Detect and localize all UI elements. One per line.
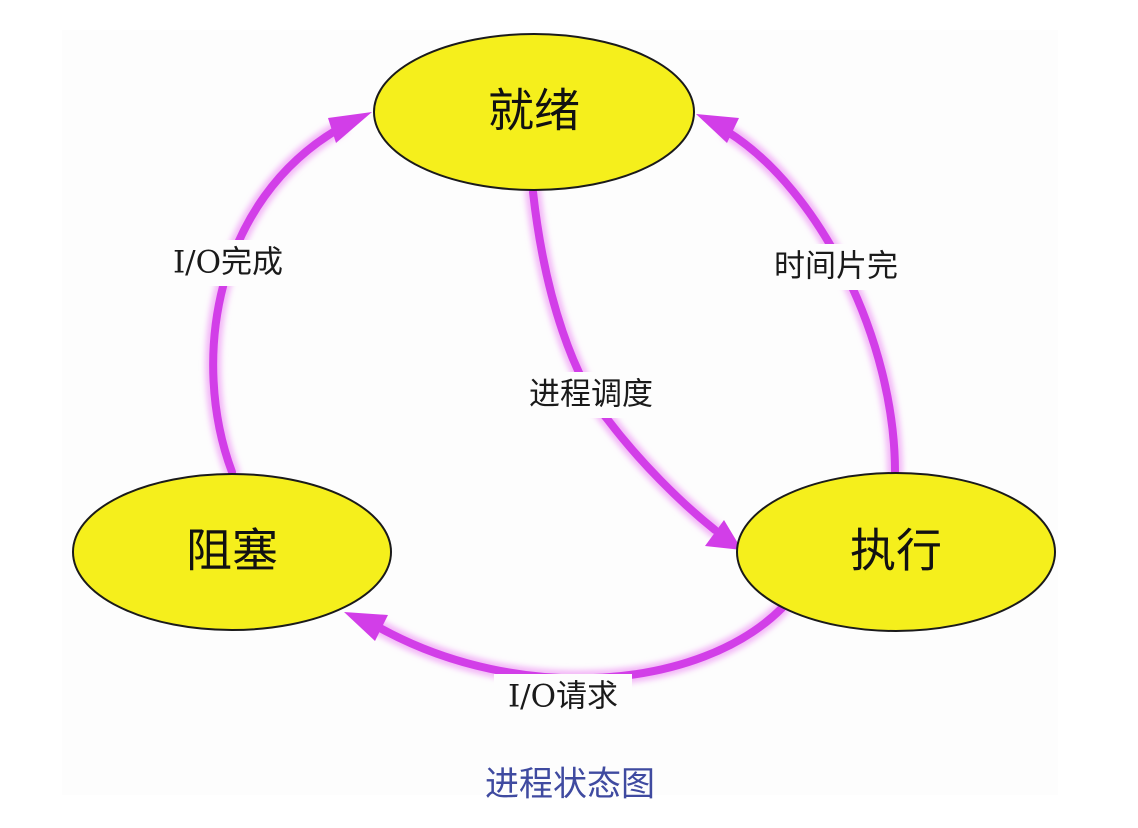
edge-time-slice-label-bg: [762, 244, 910, 290]
edge-io-request-label: I/O请求: [508, 679, 618, 715]
node-running-label: 执行: [850, 524, 942, 578]
edge-io-request-label-bg: [494, 674, 632, 720]
diagram-caption: 进程状态图: [485, 765, 655, 805]
node-blocked-ellipse: [72, 473, 392, 631]
edge-dispatch-label: 进程调度: [529, 377, 653, 413]
edge-time-slice-label: 时间片完: [774, 249, 898, 285]
edge-io-complete-label-bg: [158, 240, 298, 286]
node-running: 执行: [736, 472, 1056, 632]
edge-dispatch-label-bg: [516, 372, 666, 418]
node-blocked-label: 阻塞: [186, 524, 278, 578]
node-running-ellipse: [736, 472, 1056, 632]
edge-time-slice-arrowhead: [696, 114, 739, 143]
node-blocked: 阻塞: [72, 473, 392, 631]
node-ready-label: 就绪: [488, 84, 580, 138]
edge-io-request-arrowhead: [344, 612, 388, 641]
edge-io-complete-arrowhead: [328, 112, 372, 143]
edge-io-complete-label: I/O完成: [173, 245, 283, 281]
node-ready-ellipse: [373, 33, 695, 191]
edge-dispatch-arrowhead: [705, 520, 742, 550]
node-ready: 就绪: [373, 33, 695, 191]
